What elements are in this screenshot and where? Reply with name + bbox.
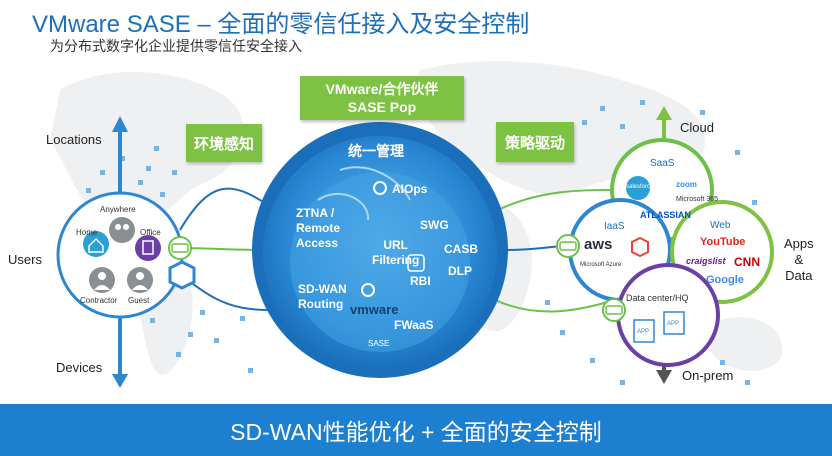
devices-arrow-head xyxy=(112,374,128,388)
connector-left-top xyxy=(179,187,269,231)
datacenter-label: Data center/HQ xyxy=(626,293,689,303)
apps-data-label: Apps&Data xyxy=(784,236,814,283)
hub-sase-logo: SASE xyxy=(368,339,390,348)
app-box-2 xyxy=(663,311,685,335)
office-label: Office xyxy=(140,228,161,237)
router-icon xyxy=(168,236,192,260)
page-title: VMware SASE – 全面的零信任接入及安全控制 xyxy=(32,11,530,38)
hub-vmware-logo: vmware xyxy=(350,302,399,317)
hub-inner-circle xyxy=(290,172,470,352)
hub-aiops: AIOps xyxy=(392,182,428,196)
sase-pop-box: VMware/合作伙伴 SASE Pop xyxy=(300,76,464,120)
app-box-1 xyxy=(633,319,655,343)
hub-line-swirl xyxy=(317,193,370,221)
salesforce-logo: salesforce xyxy=(626,184,654,190)
web-label: Web xyxy=(710,220,731,231)
youtube-logo: YouTube xyxy=(700,236,746,248)
hex-icon xyxy=(168,260,196,290)
aiops-icon xyxy=(373,181,387,195)
dc-router-icon xyxy=(602,298,626,322)
anywhere-icon xyxy=(109,217,135,243)
policy-driven-box: 策略驱动 xyxy=(496,122,574,162)
footer-banner: SD-WAN性能优化 + 全面的安全控制 xyxy=(0,404,832,456)
onprem-arrow-head xyxy=(656,370,672,384)
map-dots xyxy=(86,100,757,385)
gcp-icon xyxy=(631,236,649,258)
connector-right-bottom xyxy=(494,299,616,313)
hub-fwaas: FWaaS xyxy=(394,318,434,332)
atlassian-logo: ATLASSIAN xyxy=(640,210,691,220)
hub-casb: CASB xyxy=(444,242,479,256)
rbi-icon xyxy=(361,283,375,297)
cloud-arrow-head xyxy=(656,106,672,120)
connector-right-top xyxy=(497,189,616,211)
users-label: Users xyxy=(8,252,42,267)
locations-arrow-head xyxy=(112,116,128,132)
onprem-label: On-prem xyxy=(682,368,734,383)
iaas-router-icon xyxy=(556,234,580,258)
google-logo: Google xyxy=(706,274,744,286)
hub-dlp: DLP xyxy=(448,264,472,278)
azure-logo: Microsoft Azure xyxy=(580,262,622,268)
microsoft365-logo: Microsoft 365 xyxy=(676,196,719,203)
cnn-logo: CNN xyxy=(734,255,760,269)
guest-label: Guest xyxy=(128,296,150,305)
devices-label: Devices xyxy=(56,360,103,375)
hub-swg: SWG xyxy=(420,218,449,232)
app-label-2: APP xyxy=(667,321,680,327)
office-icon xyxy=(135,235,161,261)
iaas-label: IaaS xyxy=(604,221,625,232)
craigslist-logo: craigslist xyxy=(686,256,726,266)
cloud-label: Cloud xyxy=(680,120,714,135)
context-aware-box: 环境感知 xyxy=(186,124,262,162)
anywhere-label: Anywhere xyxy=(100,205,136,214)
hub-rbi: RBI xyxy=(410,274,431,288)
salesforce-icon xyxy=(626,176,650,200)
page-subtitle: 为分布式数字化企业提供零信任安全接入 xyxy=(50,38,302,54)
saas-label: SaaS xyxy=(650,158,675,169)
zoom-logo: zoom xyxy=(676,180,697,189)
app-label-1: APP xyxy=(637,329,650,335)
hub-title: 统一管理 xyxy=(348,143,404,159)
locations-label: Locations xyxy=(46,132,102,147)
hub-line-top xyxy=(339,166,411,201)
home-label: Home xyxy=(76,228,98,237)
sase-pop-line2: SASE Pop xyxy=(347,99,417,115)
aws-logo: aws xyxy=(584,236,613,253)
sase-pop-line1: VMware/合作伙伴 xyxy=(325,81,439,97)
url-filter-icon xyxy=(407,254,425,272)
contractor-label: Contractor xyxy=(80,296,118,305)
